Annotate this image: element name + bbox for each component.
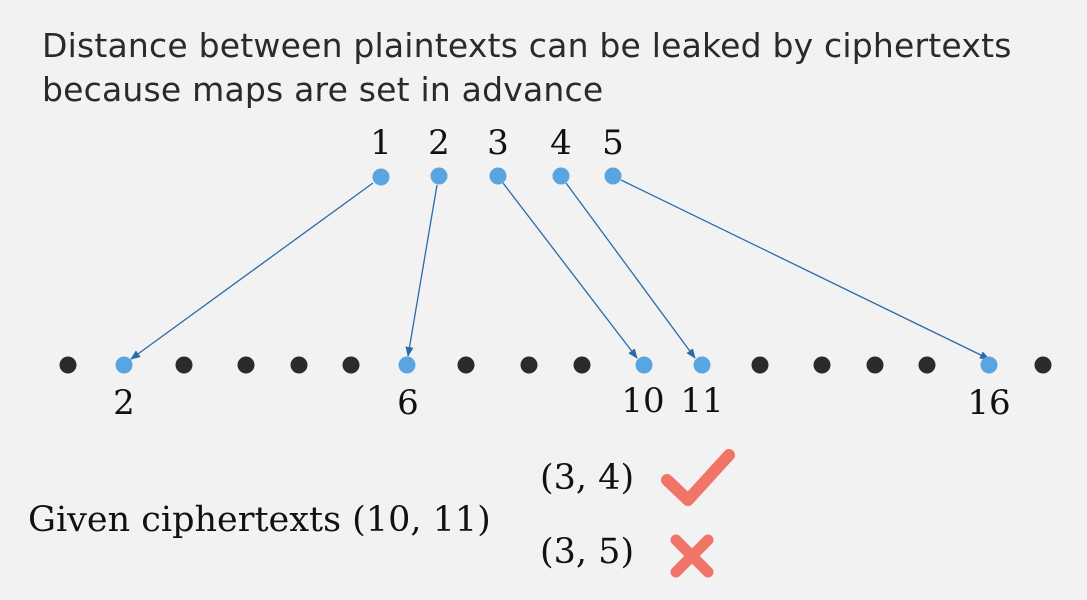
plaintext-dot-5 [604,167,622,185]
check-icon [661,449,735,506]
mapping-arrow-3 [502,182,638,359]
ciphertext-dot [573,356,591,374]
mapped-ciphertext-dot-11 [693,356,711,374]
ciphertext-dot [59,356,77,374]
mapping-arrow-1 [130,182,374,360]
ciphertext-label-10: 10 [621,381,664,421]
candidate-pair-correct: (3, 4) [540,458,635,498]
title-line-1: Distance between plaintexts can be leake… [42,26,1012,65]
ciphertext-label-2: 2 [113,383,135,423]
plaintext-dot-4 [552,167,570,185]
ciphertext-label-6: 6 [397,383,419,423]
ciphertext-dot [457,356,475,374]
mapping-arrow-5 [620,179,990,360]
ciphertext-dot [520,356,538,374]
mapped-ciphertext-dot-6 [398,356,416,374]
cross-icon [670,534,714,578]
ciphertext-dot [751,356,769,374]
ciphertext-label-16: 16 [967,383,1010,423]
plaintext-dot-3 [489,167,507,185]
candidate-pair-wrong: (3, 5) [540,532,635,572]
ciphertext-dot [918,356,936,374]
ciphertext-label-11: 11 [680,381,723,421]
ciphertext-dot [237,356,255,374]
plaintext-dot-1 [372,168,390,186]
mapped-ciphertext-dot-16 [980,356,998,374]
plaintext-label-1: 1 [370,123,392,163]
ciphertext-dot [866,356,884,374]
mapped-ciphertext-dot-10 [635,356,653,374]
plaintext-label-5: 5 [602,123,624,163]
mapping-arrow-4 [565,182,696,359]
ciphertext-dot [813,356,831,374]
ciphertext-dot [342,356,360,374]
plaintext-dot-2 [430,167,448,185]
plaintext-label-2: 2 [428,123,450,163]
mapped-ciphertext-dot-2 [115,356,133,374]
given-ciphertexts-text: Given ciphertexts (10, 11) [28,500,491,540]
plaintext-label-3: 3 [487,123,509,163]
mapping-arrow-2 [405,184,438,357]
ciphertext-dot [290,356,308,374]
ciphertext-dot [175,356,193,374]
title-line-2: because maps are set in advance [42,70,604,109]
ciphertext-dot [1034,356,1052,374]
slide-title: Distance between plaintexts can be leake… [42,24,1012,112]
plaintext-label-4: 4 [550,123,572,163]
